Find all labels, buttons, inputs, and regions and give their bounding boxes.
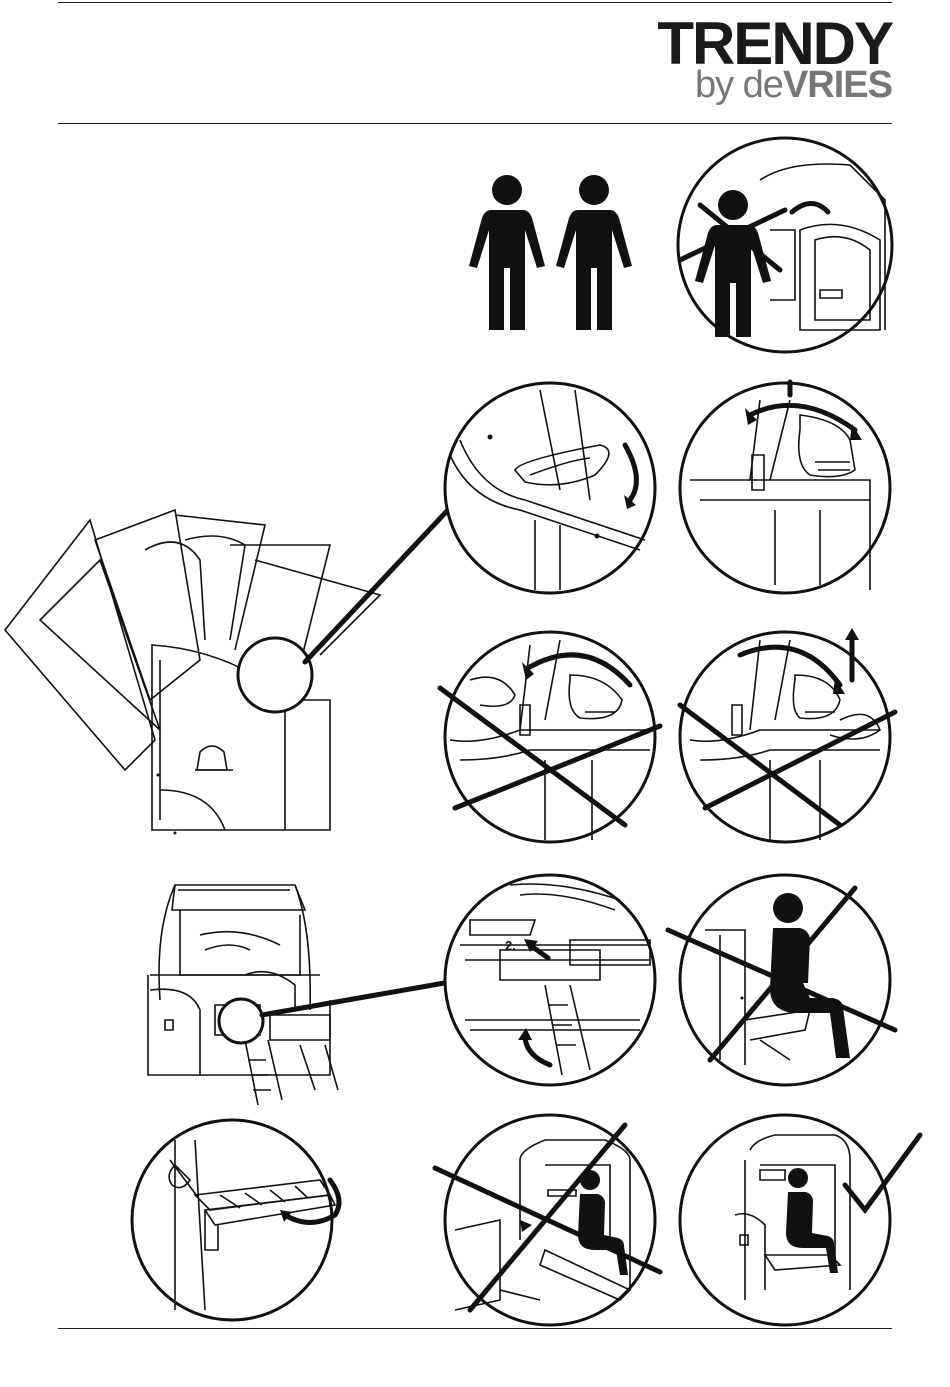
beach-chair-backrest-icon	[5, 510, 447, 835]
two-people-icon	[469, 175, 632, 330]
step-marker: 2.	[505, 938, 516, 953]
no-sitting-shelf-icon	[435, 1115, 660, 1325]
no-hand-left-icon	[440, 632, 660, 842]
folding-shelf-icon	[132, 1120, 339, 1320]
no-hand-right-icon	[680, 628, 895, 842]
footrest-pull-icon: 2.	[445, 875, 655, 1085]
beach-chair-footrest-icon	[148, 885, 450, 1105]
no-single-person-icon	[678, 138, 892, 352]
no-sitting-footrest-icon	[668, 875, 895, 1085]
hand-strap-icon	[680, 382, 890, 593]
correct-sitting-icon	[680, 1115, 890, 1325]
strap-release-icon	[445, 383, 655, 593]
